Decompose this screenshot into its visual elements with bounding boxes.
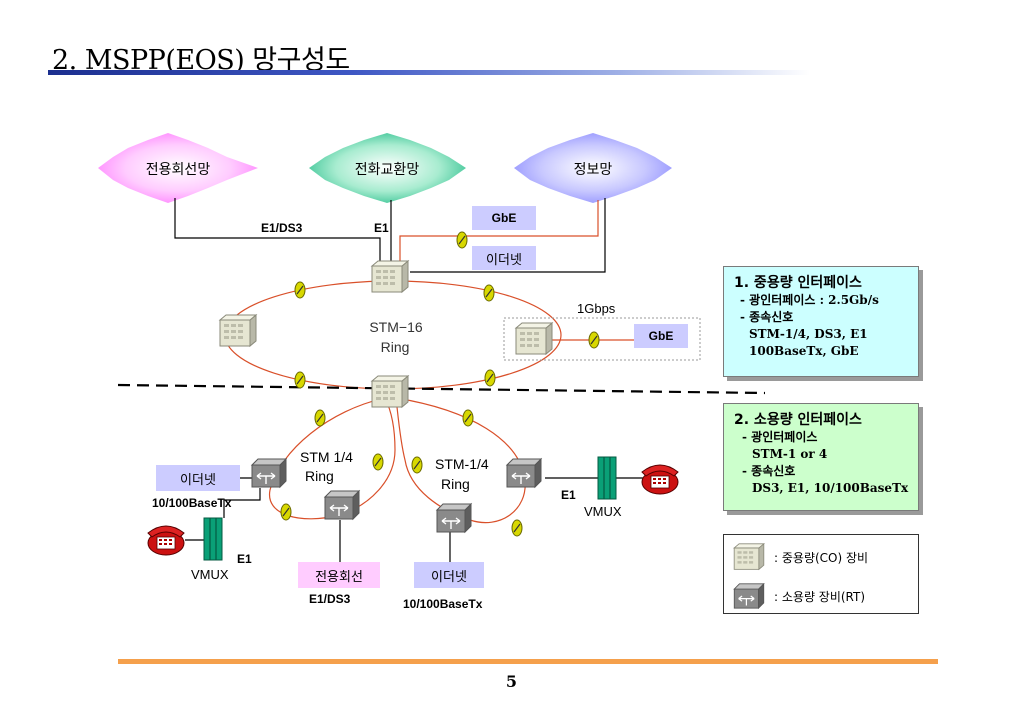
medium-capacity-panel: 1. 중용량 인터페이스 - 광인터페이스 : 2.5Gb/s - 종속신호 S…: [723, 266, 919, 377]
rt-node-right-bottom: [436, 503, 472, 533]
medium-panel-line: STM-1/4, DS3, E1: [749, 327, 868, 341]
e1-ds3-bottom-label: E1/DS3: [309, 592, 351, 606]
fiber-node: [483, 284, 495, 302]
small-panel-line: - 종속신호: [742, 464, 796, 478]
fiber-node: [462, 409, 474, 427]
medium-panel-line: - 광인터페이스 : 2.5Gb/s: [740, 293, 879, 307]
ethernet-bottom-box: 이더넷: [414, 562, 484, 588]
gbe-top-box: GbE: [472, 206, 536, 230]
page-number: 5: [505, 672, 518, 691]
legend-co-label: : 중용량(CO) 장비: [774, 550, 869, 565]
vmux-right-label: VMUX: [584, 504, 622, 519]
gbe-right-box: GbE: [634, 324, 688, 348]
stm16-label: STM−16: [369, 319, 423, 335]
information-network-label: 정보망: [574, 162, 613, 178]
fiber-node: [484, 369, 496, 387]
small-panel-heading: 2. 소용량 인터페이스: [734, 412, 862, 428]
small-panel-line: - 광인터페이스: [742, 430, 818, 444]
rt-equipment-icon: [733, 583, 765, 609]
co-node-bottom: [371, 375, 409, 408]
co-node-top: [371, 260, 409, 293]
e1-left-label: E1: [237, 552, 252, 566]
footer-rule: [118, 659, 938, 664]
telephone-network-label: 전화교환망: [355, 162, 420, 178]
small-panel-line: STM-1 or 4: [752, 447, 828, 461]
fiber-node: [511, 519, 523, 537]
fiber-node: [280, 503, 292, 521]
stm16-ring: [224, 280, 562, 390]
stm14-right-label: STM-1/4: [435, 456, 489, 472]
leased-line-network-star: [98, 133, 258, 203]
rt-node-right: [506, 458, 542, 488]
fiber-node: [372, 453, 384, 471]
medium-panel-line: 100BaseTx, GbE: [749, 344, 859, 358]
stm14-left-label: STM 1/4: [300, 449, 353, 465]
telephone-network-star: [309, 133, 466, 203]
small-capacity-panel: 2. 소용량 인터페이스 - 광인터페이스 STM-1 or 4 - 종속신호 …: [723, 403, 919, 511]
co-node-left: [219, 314, 257, 347]
rt-node-left: [251, 458, 287, 488]
legend-rt-row: : 소용량 장비(RT): [732, 583, 865, 609]
ring-left-label: Ring: [305, 468, 334, 484]
vmux-left-label: VMUX: [191, 567, 229, 582]
fiber-node: [456, 231, 468, 249]
information-network-star: [514, 133, 672, 203]
legend-co-row: : 중용량(CO) 장비: [732, 543, 868, 571]
fiber-node: [294, 281, 306, 299]
medium-panel-line: - 종속신호: [740, 310, 794, 324]
phone-icon-right: [641, 464, 679, 495]
base-left-label: 10/100BaseTx: [152, 496, 232, 510]
legend-box: : 중용량(CO) 장비 : 소용량 장비(RT): [723, 534, 919, 614]
gbps-frame: [503, 317, 701, 361]
e1-top-label: E1: [374, 221, 389, 235]
medium-panel-heading: 1. 중용량 인터페이스: [734, 275, 862, 291]
ethernet-left-box: 이더넷: [156, 465, 240, 491]
stm14-ring-right: [395, 397, 526, 524]
legend-rt-label: : 소용량 장비(RT): [774, 589, 866, 604]
vmux-right: [597, 456, 617, 500]
stm14-ring-left: [269, 397, 396, 520]
rt-node-left-bottom: [324, 490, 360, 520]
base-bottom-label: 10/100BaseTx: [403, 597, 483, 611]
ring-right-label: Ring: [441, 476, 470, 492]
fiber-node: [294, 371, 306, 389]
ethernet-top-box: 이더넷: [472, 246, 536, 270]
gbps-label: 1Gbps: [577, 301, 616, 316]
leased-network-label: 전용회선망: [146, 162, 211, 178]
e1-ds3-top-label: E1/DS3: [261, 221, 303, 235]
title-underline: [48, 70, 810, 75]
co-node-right: [515, 322, 553, 355]
fiber-node: [411, 456, 423, 474]
ring-label: Ring: [381, 339, 410, 355]
leased-line-bottom-box: 전용회선: [298, 562, 380, 588]
small-panel-line: DS3, E1, 10/100BaseTx: [752, 481, 909, 495]
fiber-node: [588, 331, 600, 349]
co-equipment-icon: [733, 543, 765, 570]
section-divider: [117, 383, 766, 395]
vmux-left: [203, 517, 223, 561]
phone-icon-left: [147, 525, 185, 556]
e1-right-label: E1: [561, 488, 576, 502]
fiber-node: [314, 409, 326, 427]
